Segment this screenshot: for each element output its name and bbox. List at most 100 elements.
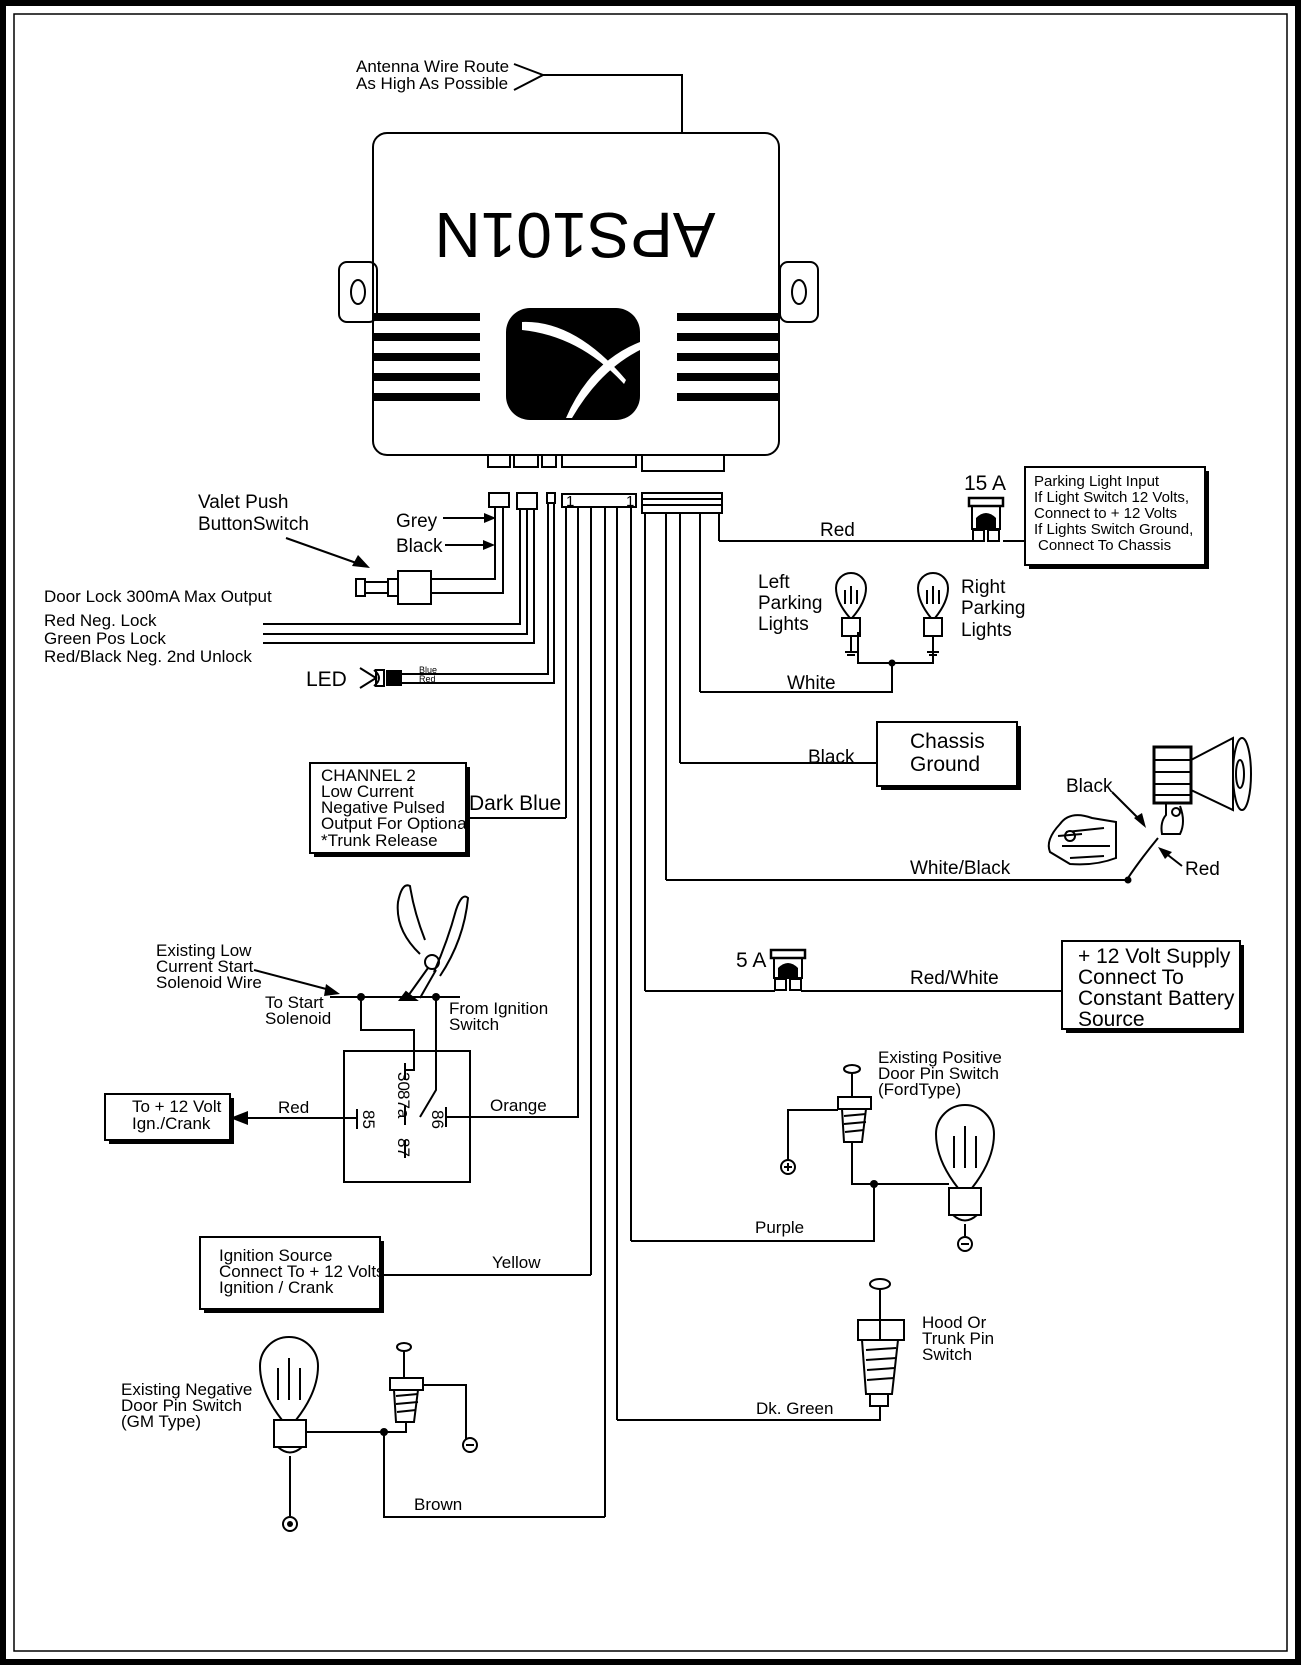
negative-pin-2: Door Pin Switch xyxy=(121,1396,242,1415)
siren: Black Red White/Black xyxy=(666,736,1252,884)
parking-light-input: Red 15 A Parking Light Input If Light Sw… xyxy=(719,466,1209,569)
connector-pin-first: 1 xyxy=(566,493,574,510)
brown-wire: Brown xyxy=(414,1495,462,1514)
channel2-line-1: CHANNEL 2 xyxy=(321,766,416,785)
left-parking-3: Lights xyxy=(758,614,809,635)
positive-pin-3: (FordType) xyxy=(878,1080,961,1099)
valet-wire-black: Black xyxy=(396,536,443,557)
ignition-line-3: Ignition / Crank xyxy=(219,1278,334,1297)
from-ign-1: From Ignition xyxy=(449,999,548,1018)
antenna-symbol xyxy=(513,63,546,91)
main-harness-wires xyxy=(565,507,720,1517)
channel2-wire: Dark Blue xyxy=(469,792,561,815)
connector-pin-last: 1 xyxy=(626,493,634,510)
channel2-line-2: Low Current xyxy=(321,782,414,801)
right-parking-1: Right xyxy=(961,577,1006,598)
starter-existing-2: Current Start xyxy=(156,957,254,976)
from-ign-2: Switch xyxy=(449,1015,499,1034)
siren-wire-black: Black xyxy=(1066,776,1113,797)
harness-connectors: 1 1 xyxy=(488,492,723,514)
led-label: LED xyxy=(306,668,347,691)
crank-line-2: Ign./Crank xyxy=(132,1114,211,1133)
door-lock-wire-3: Red/Black Neg. 2nd Unlock xyxy=(44,647,252,666)
door-lock: Door Lock 300mA Max Output Red Neg. Lock… xyxy=(44,509,535,666)
right-parking-3: Lights xyxy=(961,620,1012,641)
left-parking-2: Parking xyxy=(758,593,822,614)
antenna-label-2: As High As Possible xyxy=(356,74,508,93)
orange-wire: Orange xyxy=(490,1096,547,1115)
supply-line-2: Connect To xyxy=(1078,966,1184,989)
starter-existing-1: Existing Low xyxy=(156,941,252,960)
left-parking-1: Left xyxy=(758,572,790,593)
parking-lights: Left Parking Lights Right Parking Lights… xyxy=(700,572,1025,694)
chassis-label-2: Ground xyxy=(910,753,980,776)
supply-line-1: + 12 Volt Supply xyxy=(1078,945,1231,968)
yellow-wire: Yellow xyxy=(492,1253,541,1272)
supply-line-4: Source xyxy=(1078,1008,1145,1031)
positive-pin-2: Door Pin Switch xyxy=(878,1064,999,1083)
dome-light-bulb-icon xyxy=(934,1104,996,1189)
antenna-label-1: Antenna Wire Route xyxy=(356,57,509,76)
channel2-line-4: Output For Optional xyxy=(321,814,470,833)
starter-interrupt: Existing Low Current Start Solenoid Wire… xyxy=(104,884,579,1183)
valet-wire-grey: Grey xyxy=(396,511,438,532)
left-bulb-icon xyxy=(834,572,868,619)
ignition-source: Ignition Source Connect To + 12 Volts Ig… xyxy=(199,1236,591,1313)
right-bulb-icon xyxy=(916,572,950,619)
chassis-ground: Black Chassis Ground xyxy=(680,721,1021,790)
starter-existing-3: Solenoid Wire xyxy=(156,973,262,992)
parking-lights-wire: White xyxy=(787,673,836,694)
parking-input-line-4: If Lights Switch Ground, xyxy=(1034,521,1193,538)
valet-switch: Valet Push ButtonSwitch Grey Black xyxy=(198,492,504,605)
door-lock-wire-1: Red Neg. Lock xyxy=(44,611,157,630)
parking-input-line-2: If Light Switch 12 Volts, xyxy=(1034,489,1189,506)
led-wire-red: Red xyxy=(419,674,436,684)
relay-pin-87: 87 xyxy=(394,1138,413,1157)
siren-icon xyxy=(1152,745,1193,805)
ignition-line-1: Ignition Source xyxy=(219,1246,332,1265)
siren-wire-red: Red xyxy=(1185,859,1220,880)
chassis-wire: Black xyxy=(808,747,855,768)
fuse-5a-label: 5 A xyxy=(736,949,766,972)
brand-logo xyxy=(506,308,640,420)
led: LED Blue Red xyxy=(306,503,555,691)
door-lock-header: Door Lock 300mA Max Output xyxy=(44,587,272,606)
supply-line-3: Constant Battery xyxy=(1078,987,1235,1010)
hood-line-1: Hood Or xyxy=(922,1313,987,1332)
negative-door-pin: Existing Negative Door Pin Switch (GM Ty… xyxy=(121,1336,605,1532)
negative-pin-1: Existing Negative xyxy=(121,1380,252,1399)
parking-input-line-5: Connect To Chassis xyxy=(1038,537,1171,554)
to-start-1: To Start xyxy=(265,993,324,1012)
cutters-icon xyxy=(396,884,470,1001)
alarm-module: APS101N xyxy=(338,132,819,472)
relay-pin-86: 86 xyxy=(428,1110,447,1129)
inner-border xyxy=(13,13,1288,1652)
module-model: APS101N xyxy=(434,199,715,271)
channel2-line-5: *Trunk Release xyxy=(321,831,438,850)
power-supply: 5 A Red/White + 12 Volt Supply Connect T… xyxy=(645,940,1244,1033)
hood-line-2: Trunk Pin xyxy=(922,1329,994,1348)
crank-line-1: To + 12 Volt xyxy=(132,1097,222,1116)
door-lock-wire-2: Green Pos Lock xyxy=(44,629,166,648)
ignition-line-2: Connect To + 12 Volts xyxy=(219,1262,385,1281)
positive-door-pin: Existing Positive Door Pin Switch (FordT… xyxy=(631,1048,1002,1252)
purple-wire: Purple xyxy=(755,1218,804,1237)
channel-2: CHANNEL 2 Low Current Negative Pulsed Ou… xyxy=(309,762,566,857)
to-start-2: Solenoid xyxy=(265,1009,331,1028)
valet-label-2: ButtonSwitch xyxy=(198,514,309,535)
supply-wire: Red/White xyxy=(910,968,999,989)
led-wire-blue: Blue xyxy=(419,665,437,675)
positive-pin-1: Existing Positive xyxy=(878,1048,1002,1067)
hood-line-3: Switch xyxy=(922,1345,972,1364)
negative-pin-3: (GM Type) xyxy=(121,1412,201,1431)
parking-input-wire: Red xyxy=(820,520,855,541)
negative-bulb-icon xyxy=(258,1336,320,1421)
antenna: Antenna Wire Route As High As Possible xyxy=(356,57,683,133)
valet-label-1: Valet Push xyxy=(198,492,288,513)
channel2-line-3: Negative Pulsed xyxy=(321,798,445,817)
relay-pin-87a: 87a xyxy=(394,1090,413,1119)
pin-switch-icon xyxy=(837,1064,872,1143)
crank-wire: Red xyxy=(278,1098,309,1117)
hood-pin-switch-icon xyxy=(857,1278,905,1407)
